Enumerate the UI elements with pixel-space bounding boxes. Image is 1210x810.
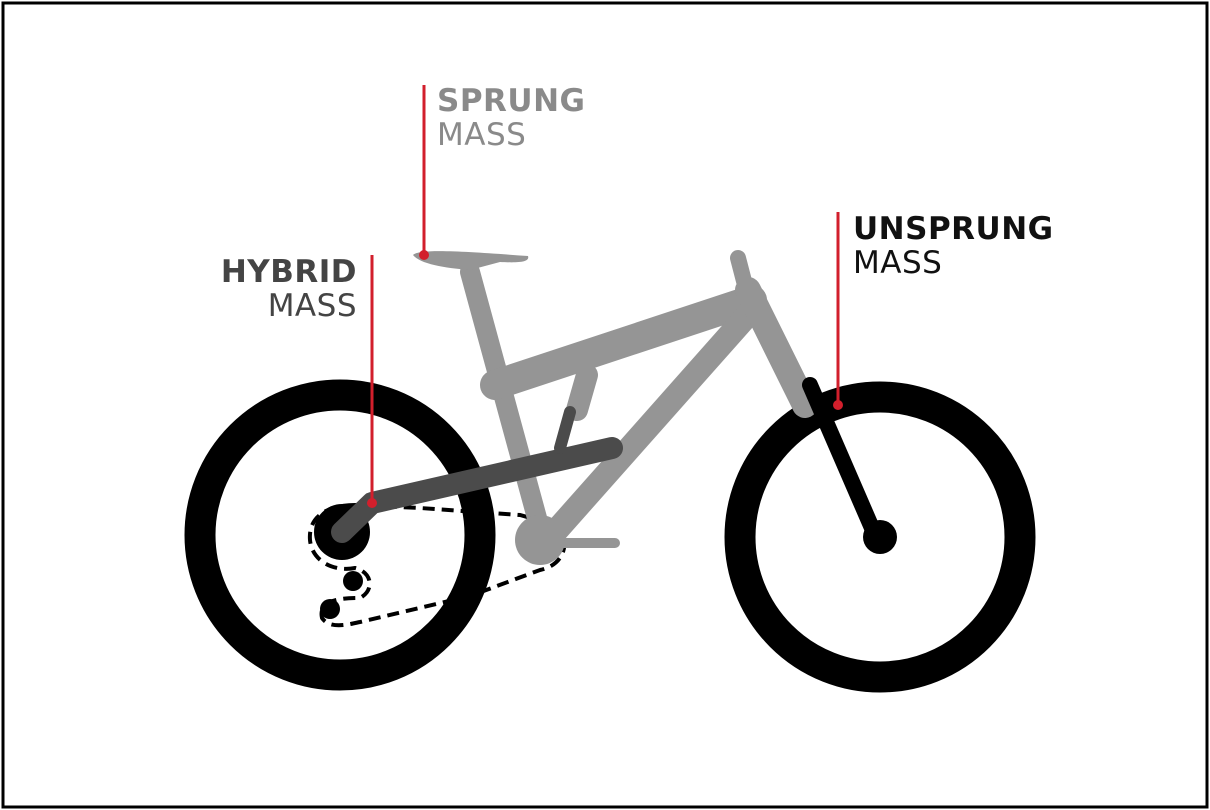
- bottom-bracket: [515, 515, 565, 565]
- sprung-label-subtitle: MASS: [437, 117, 526, 153]
- shock-body: [566, 364, 598, 421]
- sprung-label-title: SPRUNG: [437, 83, 585, 119]
- unsprung-pointer-dot: [833, 400, 843, 410]
- stem: [730, 250, 753, 293]
- front-hub: [863, 520, 897, 554]
- top-tube: [480, 285, 767, 400]
- rear-wheel: [184, 379, 496, 691]
- main-frame: [460, 250, 818, 552]
- shock-shaft: [554, 406, 576, 454]
- hybrid-label-title: HYBRID: [221, 254, 357, 290]
- down-tube: [536, 298, 764, 552]
- derailleur-pulley-lower: [320, 599, 340, 619]
- unsprung-label-subtitle: MASS: [853, 245, 942, 281]
- hybrid-pointer-dot: [367, 498, 377, 508]
- fork: [802, 377, 883, 543]
- front-wheel: [724, 381, 1036, 693]
- saddle: [413, 251, 529, 270]
- hybrid-label-subtitle: MASS: [268, 288, 357, 324]
- head-tube: [735, 277, 818, 418]
- seat-tube: [460, 262, 553, 550]
- pointers: [370, 85, 840, 503]
- sprung-pointer-dot: [419, 250, 429, 260]
- chain: [307, 502, 567, 628]
- derailleur-pulley-upper: [343, 571, 363, 591]
- unsprung-label-title: UNSPRUNG: [853, 211, 1054, 247]
